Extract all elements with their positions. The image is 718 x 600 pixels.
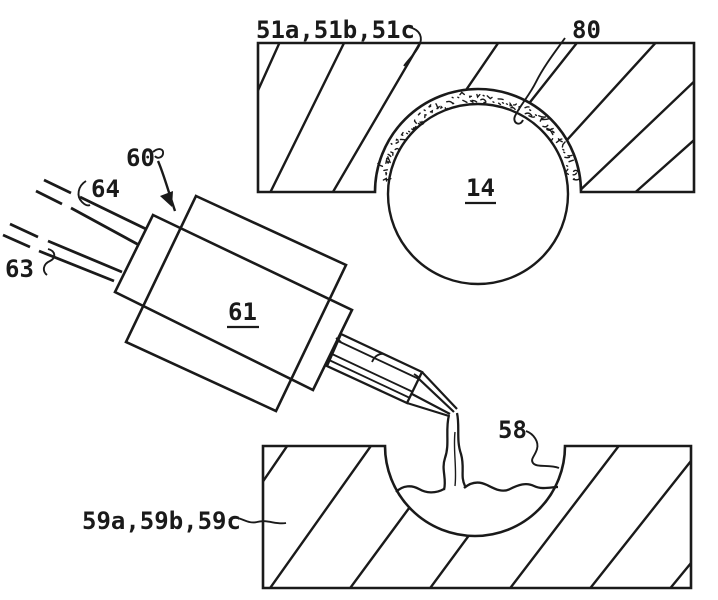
nozzle xyxy=(325,332,458,418)
leader-coating xyxy=(513,37,566,125)
lead-wires xyxy=(2,178,147,283)
upper-mold-block xyxy=(256,41,696,194)
label-melt: 58 xyxy=(498,416,527,444)
nozzle-shaft-lines xyxy=(328,337,421,399)
lower-mold-hatching xyxy=(263,446,691,588)
ball xyxy=(386,102,570,286)
upper-mold-hatching xyxy=(258,43,694,192)
leader-melt xyxy=(525,430,560,469)
upper-mold-outline xyxy=(256,41,696,194)
wire-lower-1 xyxy=(9,222,123,274)
label-lower-mold: 59a,59b,59c xyxy=(82,507,241,535)
leader-lower-mold xyxy=(228,516,287,525)
stream-right-edge xyxy=(455,412,467,487)
coating-stipple-band xyxy=(377,91,581,182)
label-60-curl xyxy=(152,148,165,159)
label-dispenser: 61 xyxy=(228,298,257,326)
label-wires-upper: 64 xyxy=(91,175,120,203)
dispenser-body xyxy=(113,213,354,392)
melt-surface xyxy=(395,481,559,494)
label-wires-lower: 63 xyxy=(5,255,34,283)
arrow-60-head xyxy=(160,191,173,207)
stream-left-edge xyxy=(442,414,451,491)
wire-upper-1 xyxy=(43,178,147,231)
labels: 51a,51b,51c 80 60 64 63 61 14 58 59a,59b… xyxy=(5,16,601,535)
label-coating: 80 xyxy=(572,16,601,44)
leader-wires-upper xyxy=(77,180,91,207)
arrow-60-shaft xyxy=(156,160,177,212)
nozzle-shaft xyxy=(325,332,424,405)
leader-upper-mold xyxy=(403,26,422,67)
label-assembly: 60 xyxy=(126,144,155,172)
stream-inner-line xyxy=(453,431,457,487)
label-ball: 14 xyxy=(466,174,495,202)
lower-mold-block xyxy=(261,444,693,590)
melt-stream xyxy=(442,412,467,491)
pointer-marks xyxy=(42,148,177,276)
wire-lower-2 xyxy=(2,233,115,283)
label-upper-mold: 51a,51b,51c xyxy=(256,16,415,44)
nozzle-tip-cone xyxy=(406,371,458,418)
dispenser-back-plate xyxy=(124,194,348,413)
lower-mold-outline xyxy=(261,444,693,590)
wire-upper-2 xyxy=(35,189,140,247)
leader-wires-lower xyxy=(42,248,56,276)
